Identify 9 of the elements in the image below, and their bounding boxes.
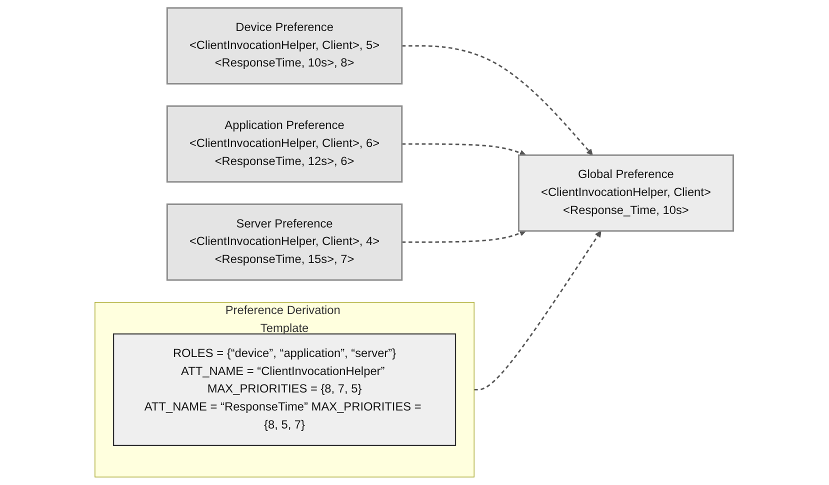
node-box: ROLES = {“device”, “application”, “server”} ATT_NAME = “ClientInvocationHelper” MAX_PRIORITIES = {8, 7, 5} ATT_NAME = “ResponseTime” MAX_PRIORITIES = {8, 5, 7}	[113, 333, 456, 446]
arrow	[402, 45, 594, 156]
arrow	[474, 230, 602, 390]
node-box: Application Preference <ClientInvocationHelper, Client>, 6> <ResponseTime, 12s>, 6>	[166, 105, 404, 183]
node-box: Global Preference <ClientInvocationHelper, Client> <Response_Time, 10s>	[518, 154, 734, 232]
arrow	[402, 143, 527, 156]
node-box: Server Preference <ClientInvocationHelper, Client>, 4> <ResponseTime, 15s>, 7>	[166, 203, 404, 281]
arrow	[402, 230, 527, 243]
node-box: Device Preference <ClientInvocationHelper, Client>, 5> <ResponseTime, 10s>, 8>	[166, 7, 404, 85]
